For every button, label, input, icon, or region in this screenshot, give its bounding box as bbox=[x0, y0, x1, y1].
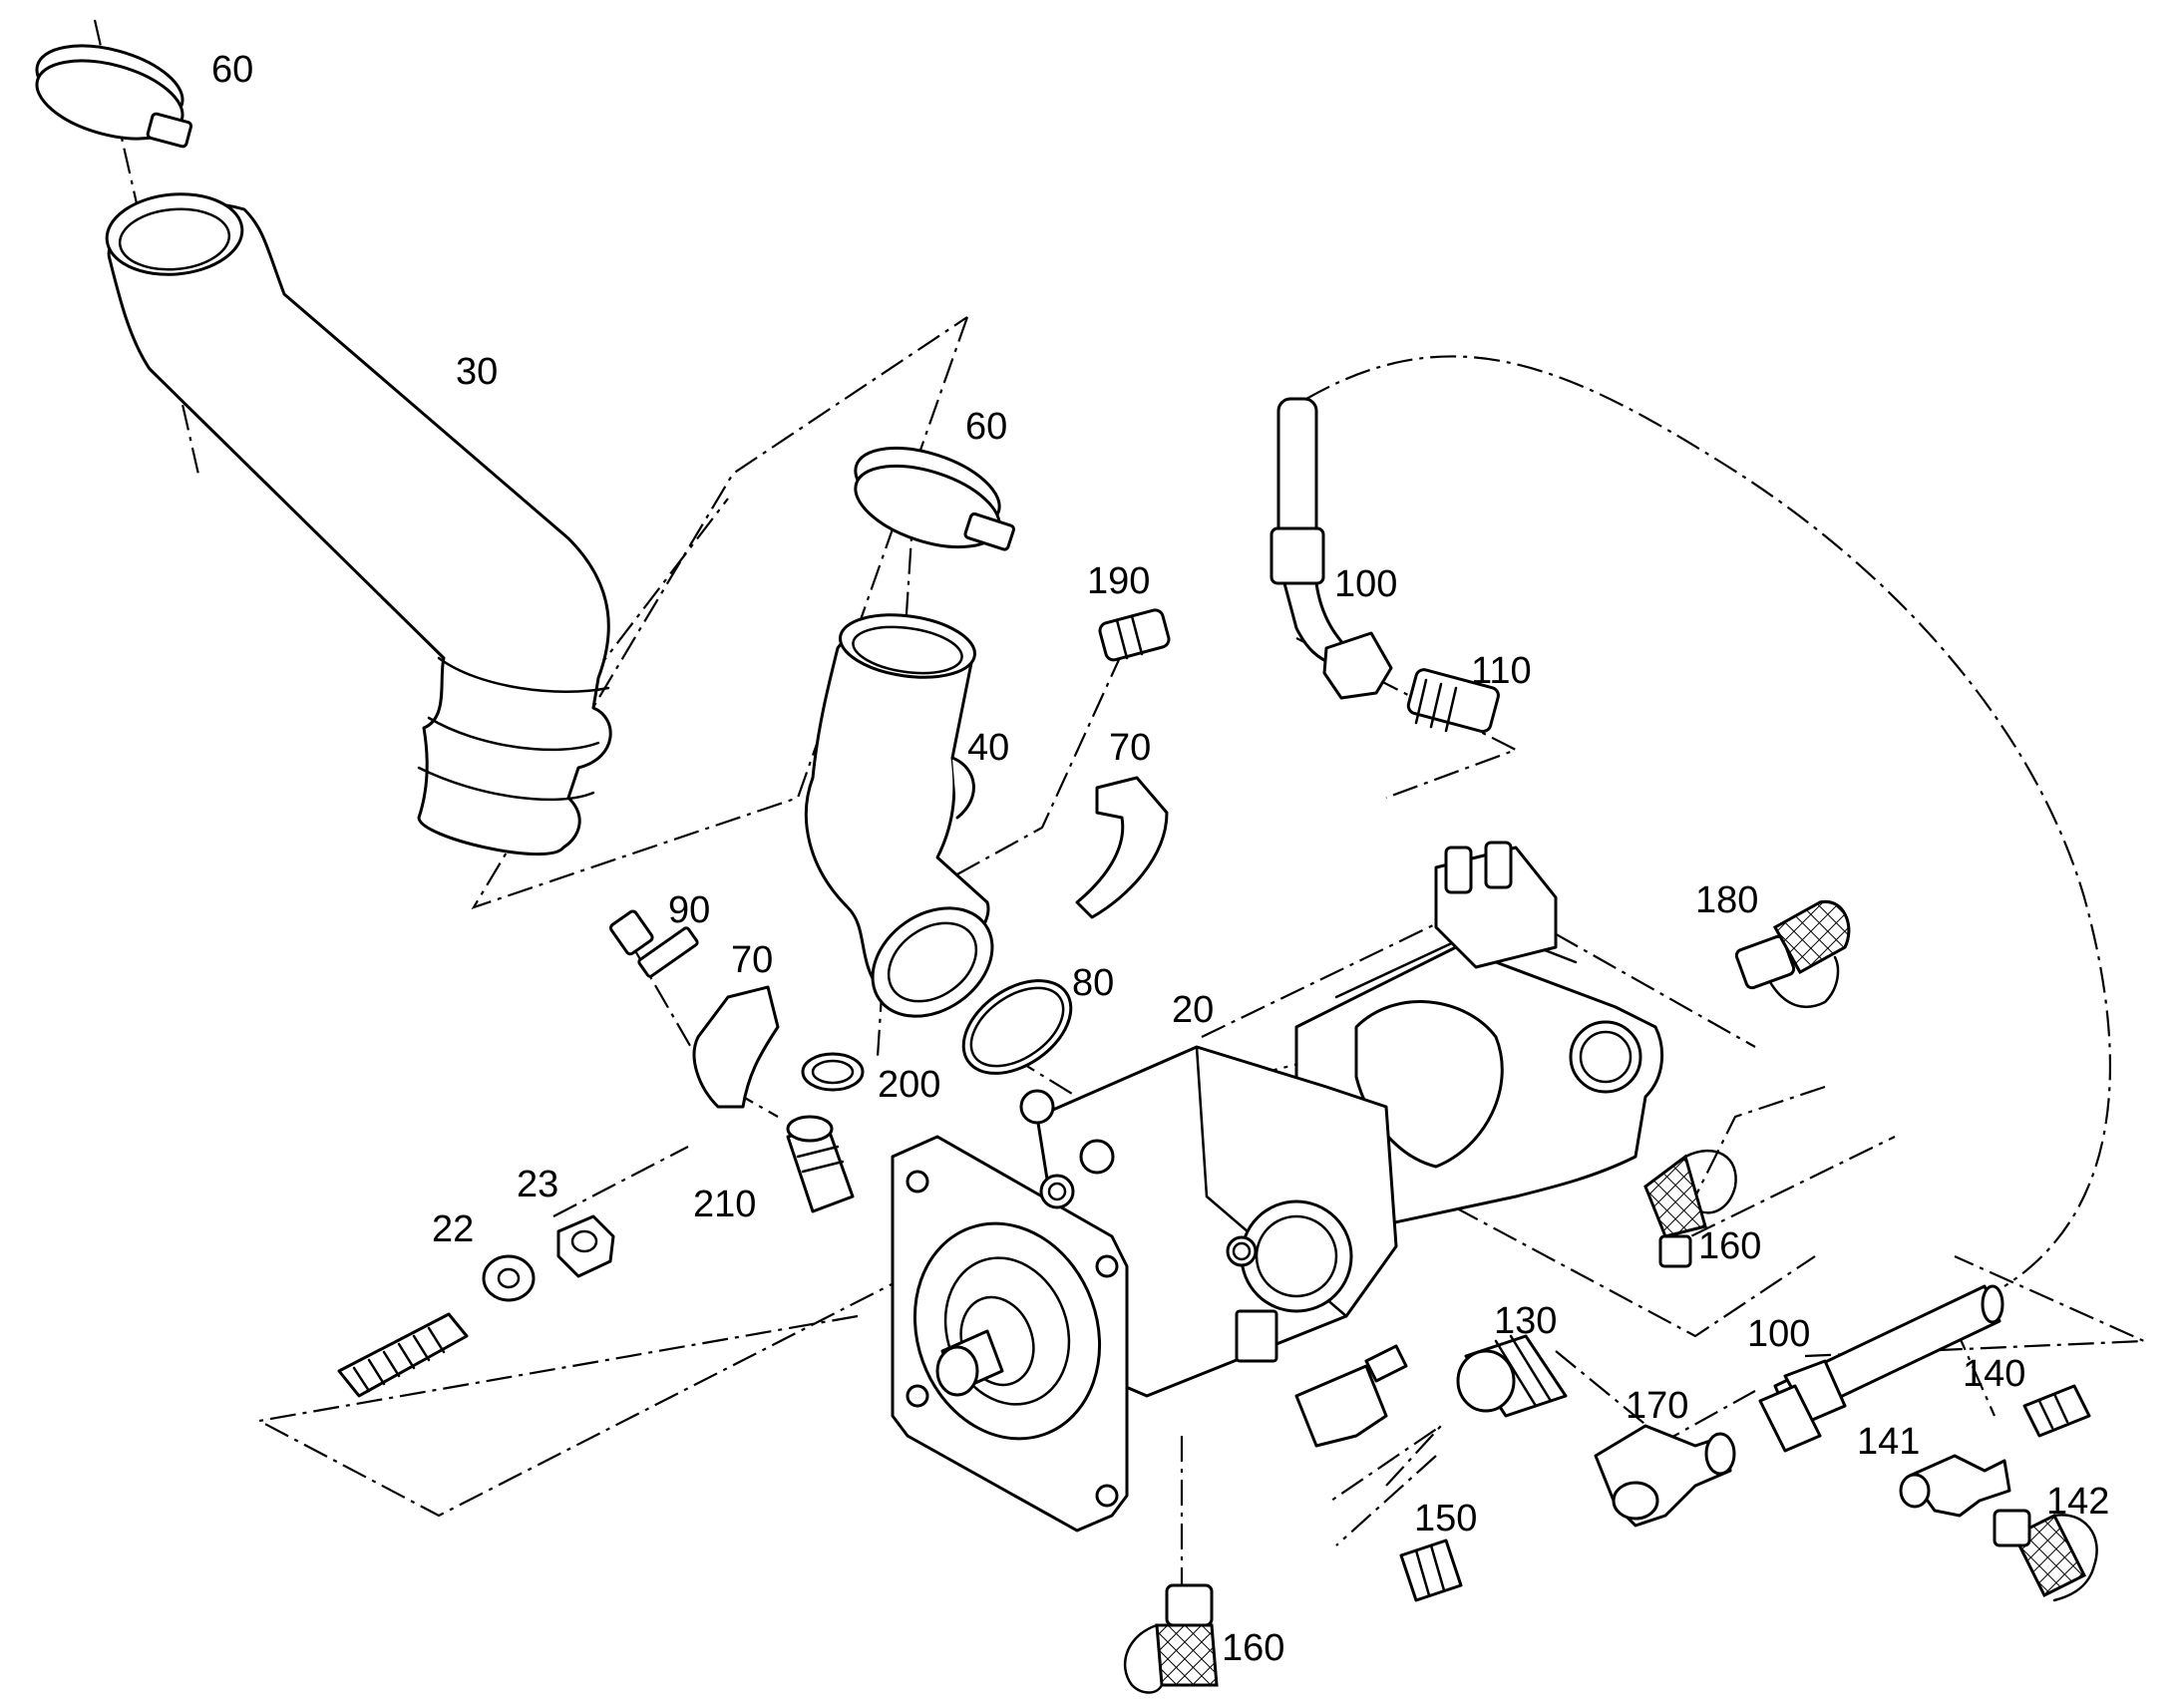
hose-clamp-top bbox=[35, 44, 193, 149]
callout-210: 210 bbox=[693, 1184, 756, 1225]
washer-22 bbox=[482, 1254, 536, 1302]
test-coupling-180 bbox=[1734, 900, 1851, 1009]
o-ring-80 bbox=[961, 979, 1073, 1075]
tee-fitting-141 bbox=[1899, 1454, 2011, 1518]
test-coupling-160-right bbox=[1643, 1149, 1737, 1268]
hex-nut-23 bbox=[556, 1214, 615, 1278]
seal-ring-200 bbox=[801, 1052, 865, 1092]
callout-142: 142 bbox=[2046, 1481, 2109, 1523]
hydraulic-pipe-top bbox=[1270, 397, 1393, 700]
callout-23: 23 bbox=[517, 1164, 558, 1205]
callout-60-middle: 60 bbox=[965, 406, 1007, 448]
callout-130: 130 bbox=[1494, 1300, 1557, 1342]
callout-80: 80 bbox=[1072, 962, 1114, 1004]
hydraulic-hose-bottom bbox=[1758, 1284, 2004, 1453]
callout-150: 150 bbox=[1414, 1498, 1477, 1539]
cap-screw-90 bbox=[609, 909, 699, 978]
callout-160-bottom: 160 bbox=[1222, 1627, 1284, 1669]
callout-20: 20 bbox=[1172, 989, 1214, 1031]
callout-70-right: 70 bbox=[1109, 727, 1151, 769]
callout-180: 180 bbox=[1695, 879, 1758, 921]
hose-clamp-middle bbox=[854, 446, 1015, 551]
callout-100-bottom: 100 bbox=[1747, 1313, 1810, 1355]
callout-70-left: 70 bbox=[731, 939, 773, 981]
callout-141: 141 bbox=[1857, 1421, 1920, 1463]
plug-210 bbox=[786, 1115, 855, 1213]
adapter-fitting-110 bbox=[1406, 668, 1500, 734]
stud-bolt bbox=[337, 1312, 469, 1398]
callout-200: 200 bbox=[878, 1064, 940, 1106]
adapter-130 bbox=[1456, 1334, 1568, 1418]
callout-90: 90 bbox=[668, 889, 710, 931]
hydraulic-pump-20 bbox=[891, 841, 1664, 1533]
fitting-140 bbox=[2022, 1384, 2091, 1438]
test-coupling-142 bbox=[1993, 1509, 2098, 1602]
half-flange-right bbox=[1075, 776, 1169, 919]
callout-140: 140 bbox=[1963, 1353, 2025, 1395]
tee-fitting-170 bbox=[1594, 1424, 1736, 1528]
callout-160-right: 160 bbox=[1698, 1225, 1761, 1267]
callout-190: 190 bbox=[1087, 560, 1150, 602]
callout-170: 170 bbox=[1626, 1385, 1688, 1427]
intake-hose bbox=[105, 192, 612, 856]
callout-110: 110 bbox=[1471, 650, 1532, 692]
callout-40: 40 bbox=[967, 727, 1009, 769]
fitting-150 bbox=[1399, 1538, 1463, 1602]
callout-60-top: 60 bbox=[211, 49, 253, 91]
pressure-sensor-190 bbox=[1098, 608, 1171, 662]
callout-labels: 60 30 60 190 100 110 40 70 90 70 80 20 1… bbox=[211, 49, 2109, 1669]
callout-22: 22 bbox=[432, 1208, 474, 1250]
suction-elbow bbox=[804, 613, 994, 1018]
test-coupling-160-bottom bbox=[1123, 1583, 1219, 1694]
callout-30: 30 bbox=[456, 351, 498, 393]
callout-100-top: 100 bbox=[1334, 563, 1397, 605]
half-flange-left bbox=[692, 985, 780, 1109]
